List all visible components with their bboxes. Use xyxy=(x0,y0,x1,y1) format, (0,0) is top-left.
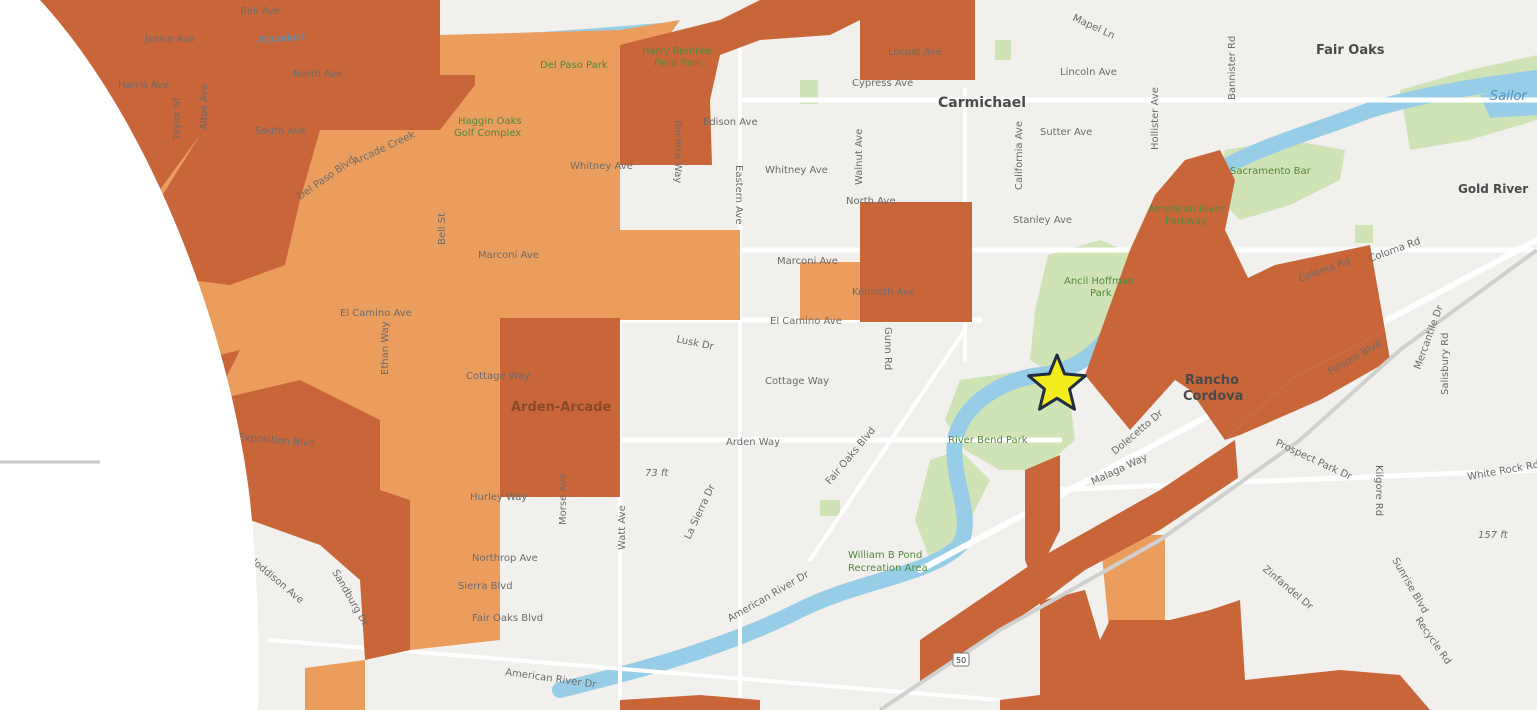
label-kilgore-rd: Kilgore Rd xyxy=(1373,465,1384,516)
zone-dark-north-2 xyxy=(395,0,440,75)
label-bell-ave: Bell Ave xyxy=(240,6,280,17)
zone-dark-kenneth xyxy=(860,202,972,322)
label-elevation-73: 73 ft xyxy=(645,468,669,479)
side-panel xyxy=(0,0,259,710)
label-marconi-ave: Marconi Ave xyxy=(777,256,838,267)
zone-light-south xyxy=(1100,535,1165,640)
label-del-paso-park: Del Paso Park xyxy=(540,60,608,71)
label-ancil-2: Park xyxy=(1090,288,1112,299)
label-sutter-ave: Sutter Ave xyxy=(1040,127,1092,138)
zone-dark-south-block xyxy=(1025,455,1430,710)
label-lincoln-ave: Lincoln Ave xyxy=(1060,67,1117,78)
label-harry-renfree-1: Harry Renfree xyxy=(642,46,712,57)
zone-light-kenneth xyxy=(800,262,860,320)
label-elevation-157: 157 ft xyxy=(1478,530,1509,541)
label-aquaduct: Aquaduct xyxy=(256,32,306,46)
label-hurley-way: Hurley Way xyxy=(470,492,527,503)
label-walnut-ave: Walnut Ave xyxy=(854,129,865,185)
park-small-3 xyxy=(1355,225,1373,243)
label-sierra-blvd: Sierra Blvd xyxy=(458,581,513,592)
label-cypress-ave: Cypress Ave xyxy=(852,78,913,89)
label-river-bend: River Bend Park xyxy=(948,435,1028,446)
label-jessie-ave: Jessie Ave xyxy=(144,34,195,45)
label-north-ave-w: North Ave xyxy=(293,69,342,80)
zone-dark-rancho-east xyxy=(1225,330,1390,440)
label-taylor-st: Taylor St xyxy=(172,97,183,141)
label-bell-st: Bell St xyxy=(437,213,448,245)
label-haggin-oaks-2: Golf Complex xyxy=(454,128,521,139)
zone-light-corner xyxy=(305,660,365,710)
label-altos-ave: Altos Ave xyxy=(199,84,210,130)
label-arden-arcade: Arden-Arcade xyxy=(511,400,612,415)
zone-dark-locust xyxy=(860,0,975,80)
label-william-pond-2: Recreation Area xyxy=(848,563,928,574)
label-hwy-50: 50 xyxy=(956,656,966,665)
label-salisbury-rd: Salisbury Rd xyxy=(1440,333,1451,395)
highway-50 xyxy=(878,248,1537,710)
zone-dark-south-strip xyxy=(920,440,1238,685)
label-american-river-1: American River xyxy=(1148,204,1226,215)
zone-dark-south-edge-2 xyxy=(1000,695,1040,710)
label-cottage-way: Cottage Way xyxy=(765,376,829,387)
label-ethan-way: Ethan Way xyxy=(380,321,391,375)
label-hollister-ave: Hollister Ave xyxy=(1150,87,1161,150)
place-labels: Fair Oaks Carmichael Gold River Arden-Ar… xyxy=(511,43,1528,415)
label-william-pond-1: William B Pond xyxy=(848,550,922,561)
zone-dark-sw xyxy=(215,380,410,660)
park-labels: Del Paso Park Harry Renfree Field Park H… xyxy=(454,46,1312,574)
label-south-ave: South Ave xyxy=(255,126,306,137)
zone-dark-north-1 xyxy=(320,0,475,130)
label-sailor: Sailor xyxy=(1490,89,1528,104)
zone-dark-renfree xyxy=(620,0,860,165)
label-gunn-rd: Gunn Rd xyxy=(882,327,893,370)
zone-dark-arden xyxy=(500,318,620,497)
park-small-4 xyxy=(820,500,840,516)
label-american-river-2: Parkway xyxy=(1165,216,1207,227)
label-harris-ave: Harris Ave xyxy=(118,80,169,91)
park-ancil-hoffman xyxy=(1030,240,1135,372)
label-ancil-1: Ancil Hoffman xyxy=(1064,276,1134,287)
zone-dark-w-mid xyxy=(150,130,320,285)
label-eastern-ave: Eastern Ave xyxy=(733,165,744,225)
label-watt-ave: Watt Ave xyxy=(617,505,628,550)
label-el-camino-ave-w: El Camino Ave xyxy=(340,308,412,319)
label-carmichael: Carmichael xyxy=(938,95,1026,111)
label-harry-renfree-2: Field Park xyxy=(654,58,702,69)
label-whitney-ave: Whitney Ave xyxy=(765,165,828,176)
label-arden-way: Arden Way xyxy=(726,437,780,448)
label-marconi-ave-w: Marconi Ave xyxy=(478,250,539,261)
label-becerra-way: Becerra Way xyxy=(672,120,683,183)
park-small-2 xyxy=(995,40,1011,60)
label-locust-ave: Locust Ave xyxy=(888,47,942,58)
water-labels: Aquaduct Sailor xyxy=(256,32,1528,104)
highway-50-shield: 50 xyxy=(952,652,970,667)
label-kenneth-ave: Kenneth Ave xyxy=(852,287,915,298)
zone-dark-south-edge xyxy=(620,695,760,710)
label-cottage-way-w: Cottage Way xyxy=(466,371,530,382)
label-edison-ave: Edison Ave xyxy=(703,117,758,128)
label-northrop-ave: Northrop Ave xyxy=(472,553,538,564)
label-bannister-rd: Bannister Rd xyxy=(1227,36,1238,100)
label-el-camino-ave: El Camino Ave xyxy=(770,316,842,327)
label-cordova: Cordova xyxy=(1183,389,1243,404)
label-gold-river: Gold River xyxy=(1458,182,1528,196)
label-whitney-ave-w: Whitney Ave xyxy=(570,161,633,172)
zone-dark-parkway xyxy=(1085,150,1385,440)
label-north-ave: North Ave xyxy=(846,196,895,207)
label-rancho: Rancho xyxy=(1185,373,1239,388)
label-stanley-ave: Stanley Ave xyxy=(1013,215,1072,226)
label-morse-ave: Morse Ave xyxy=(558,473,569,525)
label-california-ave: California Ave xyxy=(1014,121,1025,190)
star-icon[interactable] xyxy=(1027,353,1087,411)
label-fair-oaks-blvd-w: Fair Oaks Blvd xyxy=(472,613,543,624)
label-fair-oaks: Fair Oaks xyxy=(1316,43,1385,58)
label-haggin-oaks-1: Haggin Oaks xyxy=(458,116,522,127)
park-american-river-parkway-south xyxy=(915,450,990,560)
label-sacramento-bar: Sacramento Bar xyxy=(1230,166,1312,177)
